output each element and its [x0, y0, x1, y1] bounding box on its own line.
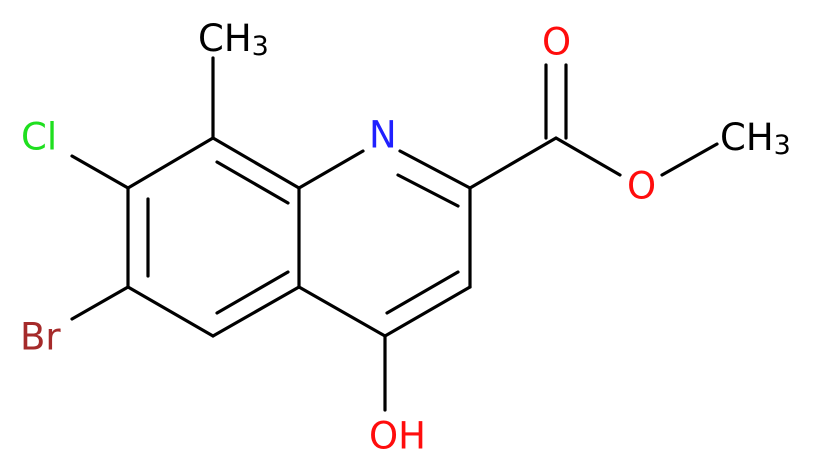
atom-labels: CH3 Cl Br N OH O O CH3 — [20, 17, 791, 458]
bond-n-c2-inner — [396, 173, 460, 208]
substituent-bonds — [70, 56, 719, 412]
bond-c8a-c8 — [211, 136, 301, 190]
atom-label-oh: OH — [369, 415, 426, 458]
atom-label-br: Br — [20, 316, 61, 359]
pyridine-ring-bonds — [297, 149, 472, 338]
bond-ccarbonyl-oester — [554, 136, 622, 177]
bond-c8a-n — [297, 149, 365, 190]
atom-label-cl: Cl — [21, 116, 57, 159]
atom-label-ch3-top: CH3 — [198, 17, 269, 62]
bond-c8a-c8-inner — [215, 160, 290, 205]
bond-oester-methyl — [660, 142, 719, 177]
atom-label-o-carbonyl: O — [542, 21, 571, 64]
bond-n-c2 — [398, 149, 472, 190]
bond-c4-c4a — [297, 285, 387, 338]
bond-c7-cl — [70, 154, 130, 190]
bond-c3-c4 — [383, 285, 472, 338]
atom-label-n: N — [369, 114, 397, 157]
bond-c8-c7 — [126, 136, 215, 190]
bond-c3-c4-inner — [385, 270, 460, 315]
atom-label-ch3-ester: CH3 — [720, 116, 791, 161]
bond-c5-c4a — [211, 285, 301, 338]
atom-label-o-ester: O — [627, 165, 656, 208]
benzene-ring-bonds — [126, 136, 301, 338]
bond-c2-ccarbonyl — [468, 136, 558, 190]
bond-c6-c5 — [126, 285, 215, 338]
bond-c6-br — [70, 285, 130, 321]
bond-c5-c4a-inner — [215, 270, 290, 315]
